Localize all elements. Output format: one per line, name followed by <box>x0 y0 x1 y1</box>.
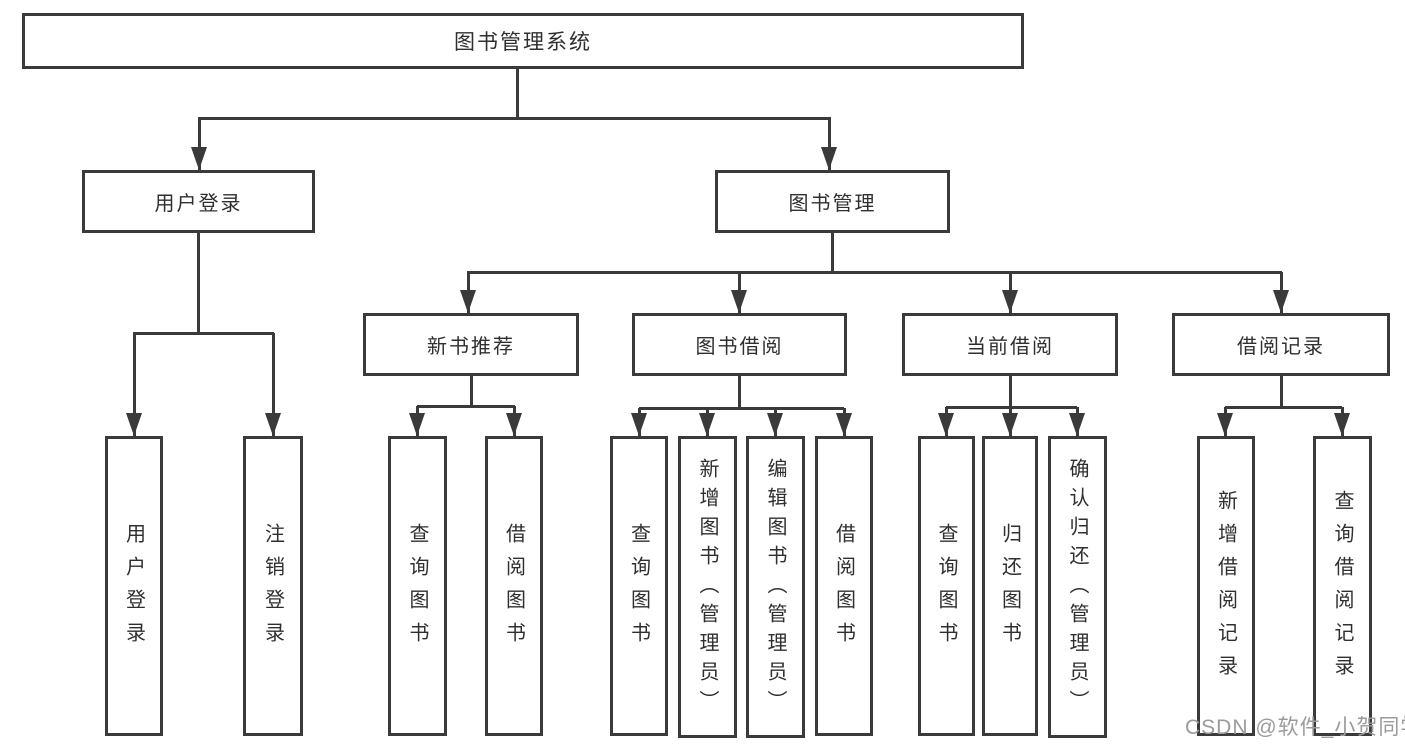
node-new-book-recommend: 新书推荐 <box>363 313 579 376</box>
connector-line <box>1280 376 1283 407</box>
arrowhead-icon <box>1002 290 1018 313</box>
arrowhead-icon <box>767 413 783 436</box>
connector-line <box>198 117 831 120</box>
connector-line <box>831 233 834 272</box>
node-user-login: 用户登录 <box>82 170 315 233</box>
watermark-text: CSDN @软件_小贺同学 <box>1185 716 1405 739</box>
connector-line <box>467 271 1282 274</box>
connector-line <box>133 333 136 436</box>
leaf-query-books-recommend: 查询图书 <box>388 436 447 736</box>
node-book-management: 图书管理 <box>715 170 950 233</box>
leaf-confirm-return-admin: 确认归还（管理员） <box>1048 436 1107 738</box>
arrowhead-icon <box>126 413 142 436</box>
arrowhead-icon <box>1002 413 1018 436</box>
arrowhead-icon <box>460 290 476 313</box>
arrowhead-icon <box>265 413 281 436</box>
leaf-query-borrow-record: 查询借阅记录 <box>1313 436 1372 736</box>
connector-line <box>272 333 275 436</box>
arrowhead-icon <box>1273 290 1289 313</box>
arrowhead-icon <box>938 413 954 436</box>
connector-line <box>639 407 844 410</box>
node-book-borrowing: 图书借阅 <box>632 313 847 376</box>
leaf-borrow-books-recommend: 借阅图书 <box>485 436 543 736</box>
arrowhead-icon <box>191 147 207 170</box>
arrowhead-icon <box>409 413 425 436</box>
connector-line <box>738 376 741 408</box>
connector-line <box>1225 406 1342 409</box>
arrowhead-icon <box>731 290 747 313</box>
arrowhead-icon <box>1069 413 1085 436</box>
connector-line <box>197 233 200 333</box>
arrowhead-icon <box>699 413 715 436</box>
arrowhead-icon <box>821 147 837 170</box>
leaf-add-books-admin: 新增图书（管理员） <box>678 436 737 738</box>
connector-line <box>828 118 831 170</box>
node-borrowing-records: 借阅记录 <box>1172 313 1390 376</box>
arrowhead-icon <box>836 413 852 436</box>
arrowhead-icon <box>506 413 522 436</box>
leaf-edit-books-admin: 编辑图书（管理员） <box>746 436 805 738</box>
node-library-management-system: 图书管理系统 <box>22 13 1024 69</box>
leaf-query-books-borrowing: 查询图书 <box>610 436 668 736</box>
connector-line <box>198 118 201 170</box>
arrowhead-icon <box>1334 413 1350 436</box>
leaf-borrow-books-borrowing: 借阅图书 <box>815 436 873 736</box>
node-current-borrowing: 当前借阅 <box>902 313 1118 376</box>
connector-line <box>1009 376 1012 407</box>
connector-line <box>133 332 274 335</box>
leaf-logout: 注销登录 <box>243 436 303 736</box>
arrowhead-icon <box>1217 413 1233 436</box>
leaf-return-books: 归还图书 <box>982 436 1038 736</box>
connector-line <box>470 376 473 406</box>
connector-line <box>417 405 515 408</box>
leaf-query-books-current: 查询图书 <box>918 436 975 736</box>
arrowhead-icon <box>631 413 647 436</box>
connector-line <box>516 69 519 118</box>
leaf-add-borrow-record: 新增借阅记录 <box>1197 436 1255 736</box>
leaf-user-login: 用户登录 <box>105 436 163 736</box>
